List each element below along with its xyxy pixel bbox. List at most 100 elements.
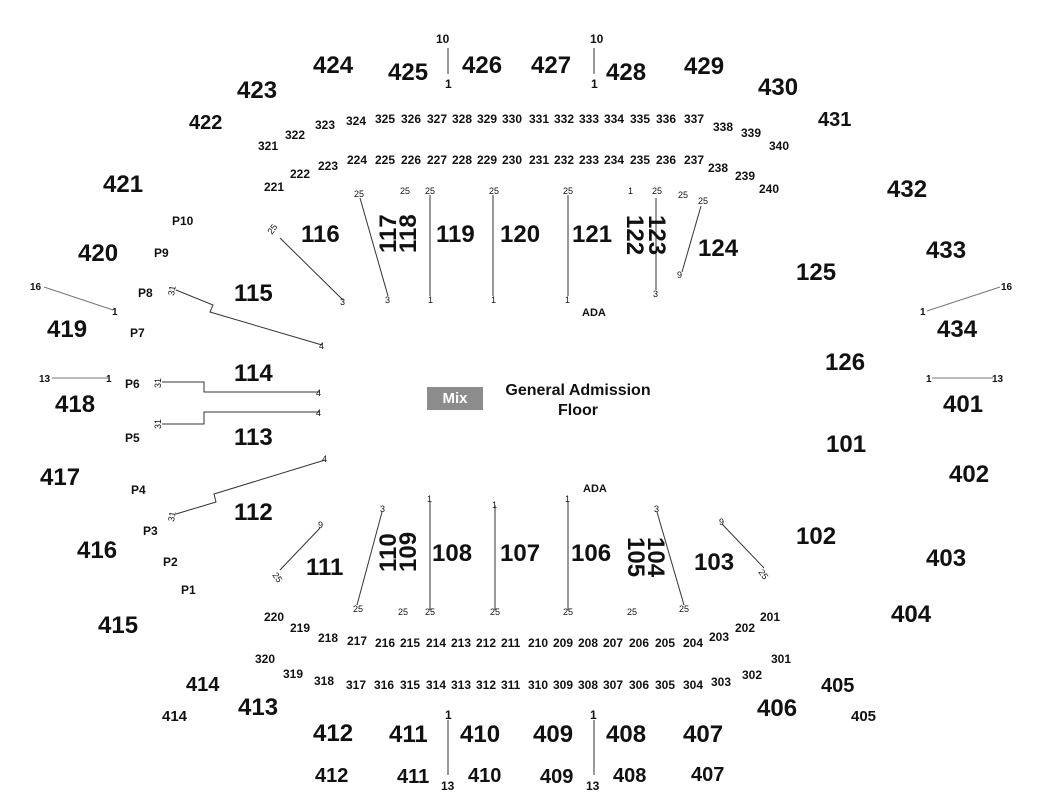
section-label[interactable]: 206 [629,636,649,650]
section-label[interactable]: 318 [314,674,334,688]
section-label[interactable]: 228 [452,153,472,167]
section-label[interactable]: 322 [285,128,305,142]
section-label[interactable]: 431 [818,109,851,131]
section-label[interactable]: 417 [40,464,80,491]
pit-label[interactable]: P10 [172,214,194,228]
section-label[interactable]: 331 [529,112,549,126]
section-label[interactable]: 336 [656,112,676,126]
section-label[interactable]: 108 [432,540,472,567]
section-label[interactable]: 214 [426,636,446,650]
section-label[interactable]: 230 [502,153,522,167]
section-label[interactable]: 302 [742,668,762,682]
pit-label[interactable]: P1 [181,583,196,597]
section-label[interactable]: 111 [306,554,343,581]
section-label[interactable]: 208 [578,636,598,650]
section-label[interactable]: 233 [579,153,599,167]
section-label[interactable]: 105 [622,537,649,577]
section-label[interactable]: 425 [388,59,428,86]
section-label[interactable]: 125 [796,259,836,286]
section-label[interactable]: 235 [630,153,650,167]
section-label[interactable]: 422 [189,112,222,134]
section-label[interactable]: 212 [476,636,496,650]
section-label[interactable]: 434 [937,316,978,343]
section-label[interactable]: 334 [604,112,624,126]
section-label[interactable]: 411 [397,766,429,788]
section-label[interactable]: 201 [760,610,780,624]
section-label[interactable]: 404 [891,601,932,628]
section-label[interactable]: 408 [606,721,646,748]
section-label[interactable]: 113 [234,424,273,451]
section-label[interactable]: 316 [374,678,394,692]
pit-label[interactable]: P4 [131,483,146,497]
pit-label[interactable]: P7 [130,326,145,340]
section-label[interactable]: 416 [77,537,117,564]
section-label[interactable]: 426 [462,52,502,79]
section-label[interactable]: 327 [427,112,447,126]
section-label[interactable]: 333 [579,112,599,126]
mix-button[interactable]: Mix [427,387,483,410]
section-label[interactable]: 406 [757,695,797,722]
section-label[interactable]: 122 [621,215,648,255]
section-label[interactable]: 415 [98,612,138,639]
section-label[interactable]: 311 [501,678,521,692]
section-label[interactable]: 227 [427,153,447,167]
section-label[interactable]: 403 [926,545,966,572]
section-label[interactable]: 217 [347,634,367,648]
section-label[interactable]: 303 [711,675,731,689]
section-label[interactable]: 239 [735,169,755,183]
section-label[interactable]: 317 [346,678,366,692]
section-label[interactable]: 221 [264,180,284,194]
section-label[interactable]: 114 [234,360,273,387]
section-label[interactable]: 411 [389,721,428,748]
section-label[interactable]: 215 [400,636,420,650]
section-label[interactable]: 224 [347,153,367,167]
section-label[interactable]: 209 [553,636,573,650]
section-label[interactable]: 220 [264,610,284,624]
section-label[interactable]: 335 [630,112,650,126]
section-label[interactable]: 117 [375,214,402,253]
section-label[interactable]: 412 [315,765,348,787]
section-label[interactable]: 402 [949,461,989,488]
section-label[interactable]: 205 [655,636,675,650]
section-label[interactable]: 412 [313,720,353,747]
section-label[interactable]: 401 [943,391,983,418]
section-label[interactable]: 325 [375,112,395,126]
section-label[interactable]: 430 [758,74,798,101]
section-label[interactable]: 409 [533,721,573,748]
section-label[interactable]: 424 [313,52,354,79]
section-label[interactable]: 414 [186,674,220,696]
section-label[interactable]: 216 [375,636,395,650]
section-label[interactable]: 231 [529,153,549,167]
section-label[interactable]: 219 [290,621,310,635]
section-label[interactable]: 407 [691,764,724,786]
section-label[interactable]: 410 [460,721,500,748]
section-label[interactable]: 310 [528,678,548,692]
pit-label[interactable]: P8 [138,286,153,300]
section-label[interactable]: 204 [683,636,703,650]
section-label[interactable]: 101 [826,431,866,458]
section-label[interactable]: 102 [796,523,836,550]
section-label[interactable]: 312 [476,678,496,692]
section-label[interactable]: 326 [401,112,421,126]
section-label[interactable]: 229 [477,153,497,167]
section-label[interactable]: 225 [375,153,395,167]
section-label[interactable]: 315 [400,678,420,692]
section-label[interactable]: 421 [103,171,143,198]
section-label[interactable]: 104 [642,537,669,578]
section-label[interactable]: 207 [603,636,623,650]
section-label[interactable]: 423 [237,77,277,104]
section-label[interactable]: 405 [851,708,876,725]
floor-title[interactable]: General Admission Floor [478,381,678,421]
section-label[interactable]: 210 [528,636,548,650]
section-label[interactable]: 109 [395,532,422,572]
section-label[interactable]: 304 [683,678,703,692]
section-label[interactable]: 427 [531,52,571,79]
section-label[interactable]: 329 [477,112,497,126]
section-label[interactable]: 119 [436,221,475,248]
section-label[interactable]: 121 [572,221,612,248]
section-label[interactable]: 240 [759,182,779,196]
section-label[interactable]: 339 [741,126,761,140]
section-label[interactable]: 433 [926,237,966,264]
section-label[interactable]: 405 [821,675,854,697]
section-label[interactable]: 432 [887,176,927,203]
